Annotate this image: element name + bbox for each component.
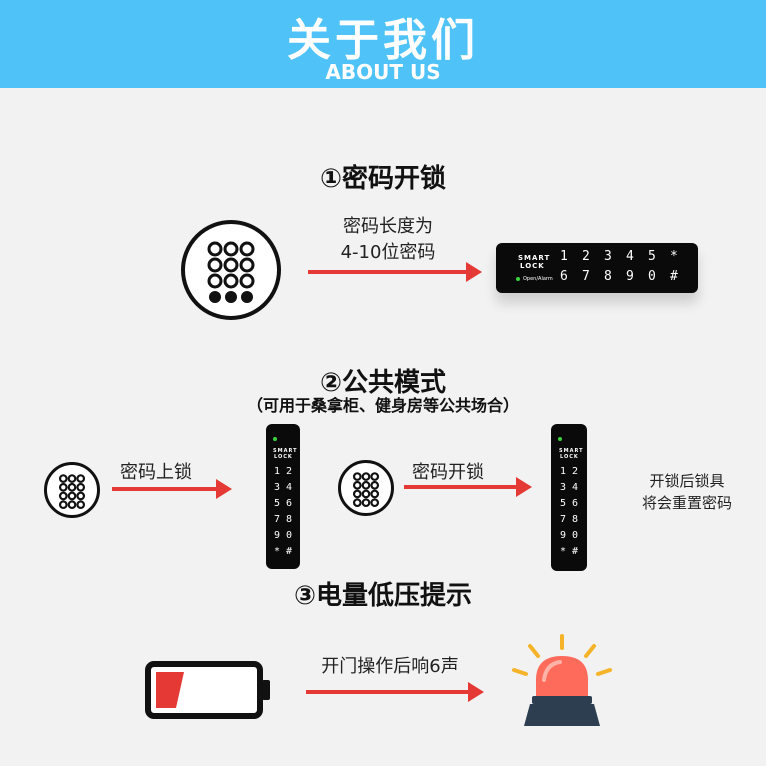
- section2-title: ②公共模式: [319, 368, 446, 398]
- lock-key: 5: [274, 498, 281, 509]
- lock-key: 5: [560, 498, 567, 509]
- arrow-right-icon: [308, 262, 482, 282]
- lock-key: 1: [274, 466, 281, 477]
- lock-key: 8: [286, 514, 293, 525]
- step1-label: 密码上锁: [120, 462, 192, 483]
- keypad-icon: [181, 220, 281, 320]
- lock-brand-line1: SMART: [518, 254, 551, 262]
- lock-key: 1: [560, 466, 567, 477]
- lock-key: 3: [274, 482, 281, 493]
- status-led-icon: [273, 437, 277, 441]
- lock-key: 4: [286, 482, 293, 493]
- arrow-right-icon: [112, 479, 232, 499]
- lock-key: 0: [286, 530, 293, 541]
- lock-brand-line2: LOCK: [520, 262, 545, 270]
- status-led-icon: [558, 437, 562, 441]
- lock-key: #: [572, 546, 579, 557]
- keypad-icon: [44, 462, 100, 518]
- lock-key: 6: [572, 498, 579, 509]
- smart-lock-vertical-1: SMART LOCK 1 2 3 4 5 6 7 8 9 0 * #: [266, 424, 300, 569]
- lock-brand-line1: SMART: [273, 448, 298, 454]
- header-title: 关于我们: [287, 15, 479, 66]
- header-banner: 关于我们 ABOUT US: [0, 0, 766, 88]
- lock-key: 2: [572, 466, 579, 477]
- section2-subtitle: （可用于桑拿柜、健身房等公共场合）: [246, 396, 519, 415]
- alarm-siren-icon: [506, 632, 618, 728]
- header-subtitle: ABOUT US: [325, 60, 441, 84]
- smart-lock-horizontal: SMART LOCK Open/Alarm 1 2 3 4 5 * 6 7 8 …: [496, 243, 698, 293]
- lock-key: 4: [572, 482, 579, 493]
- section3-title: ③电量低压提示: [293, 581, 472, 611]
- lock-key: #: [286, 546, 293, 557]
- arrow-right-icon: [404, 477, 532, 497]
- lock-key-star: *: [670, 249, 678, 264]
- lock-brand-line2: LOCK: [560, 454, 579, 460]
- lock-key: *: [560, 546, 567, 557]
- lock-key-3: 3: [604, 249, 612, 264]
- lock-key: 6: [286, 498, 293, 509]
- smart-lock-vertical-2: SMART LOCK 1 2 3 4 5 6 7 8 9 0 * #: [551, 424, 587, 571]
- keypad-icon: [338, 460, 394, 516]
- lock-key-6: 6: [560, 269, 568, 284]
- open-alarm-label: Open/Alarm: [523, 276, 553, 282]
- lock-key: 2: [286, 466, 293, 477]
- lock-key: 0: [572, 530, 579, 541]
- lock-key-4: 4: [626, 249, 634, 264]
- lock-key: 8: [572, 514, 579, 525]
- lock-key-hash: #: [670, 269, 678, 284]
- section1-title: ①密码开锁: [319, 164, 446, 194]
- lock-key: 7: [274, 514, 281, 525]
- lock-key-9: 9: [626, 269, 634, 284]
- section1-caption-line2: 4-10位密码: [340, 242, 436, 263]
- status-led-icon: [516, 277, 520, 281]
- lock-key-2: 2: [582, 249, 590, 264]
- section1-caption-line1: 密码长度为: [343, 216, 433, 237]
- lock-key-1: 1: [560, 249, 568, 264]
- note-line2: 将会重置密码: [641, 494, 732, 512]
- section3-caption: 开门操作后响6声: [321, 656, 459, 677]
- arrow-right-icon: [306, 682, 484, 702]
- step2-label: 密码开锁: [412, 462, 484, 483]
- lock-key-7: 7: [582, 269, 590, 284]
- lock-key-8: 8: [604, 269, 612, 284]
- lock-key: 3: [560, 482, 567, 493]
- lock-key: 9: [274, 530, 281, 541]
- note-line1: 开锁后锁具: [649, 472, 725, 490]
- lock-brand-line1: SMART: [559, 448, 584, 454]
- lock-key: 7: [560, 514, 567, 525]
- lock-key-0: 0: [648, 269, 656, 284]
- lock-brand-line2: LOCK: [274, 454, 293, 460]
- lock-key: 9: [560, 530, 567, 541]
- lock-key: *: [274, 546, 281, 557]
- battery-low-icon: [144, 660, 274, 720]
- lock-key-5: 5: [648, 249, 656, 264]
